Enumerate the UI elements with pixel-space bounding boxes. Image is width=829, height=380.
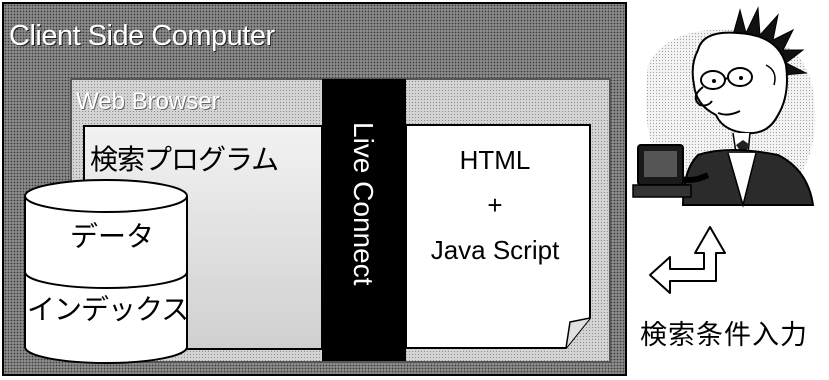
live-connect-label: Live Connect	[348, 122, 379, 286]
user-at-computer-icon	[632, 6, 816, 208]
search-condition-input-label: 検索条件入力	[640, 320, 808, 351]
search-program-label: 検索プログラム	[90, 143, 279, 176]
index-label: インデックス	[27, 293, 189, 326]
plus-label: +	[487, 190, 503, 220]
input-arrow-icon	[649, 226, 726, 294]
html-label: HTML	[459, 145, 531, 175]
live-connect-band	[322, 79, 406, 361]
web-browser-title: Web Browser	[76, 88, 220, 115]
data-label: データ	[70, 220, 155, 253]
javascript-label: Java Script	[430, 235, 560, 265]
client-side-computer-title: Client Side Computer	[9, 20, 275, 52]
